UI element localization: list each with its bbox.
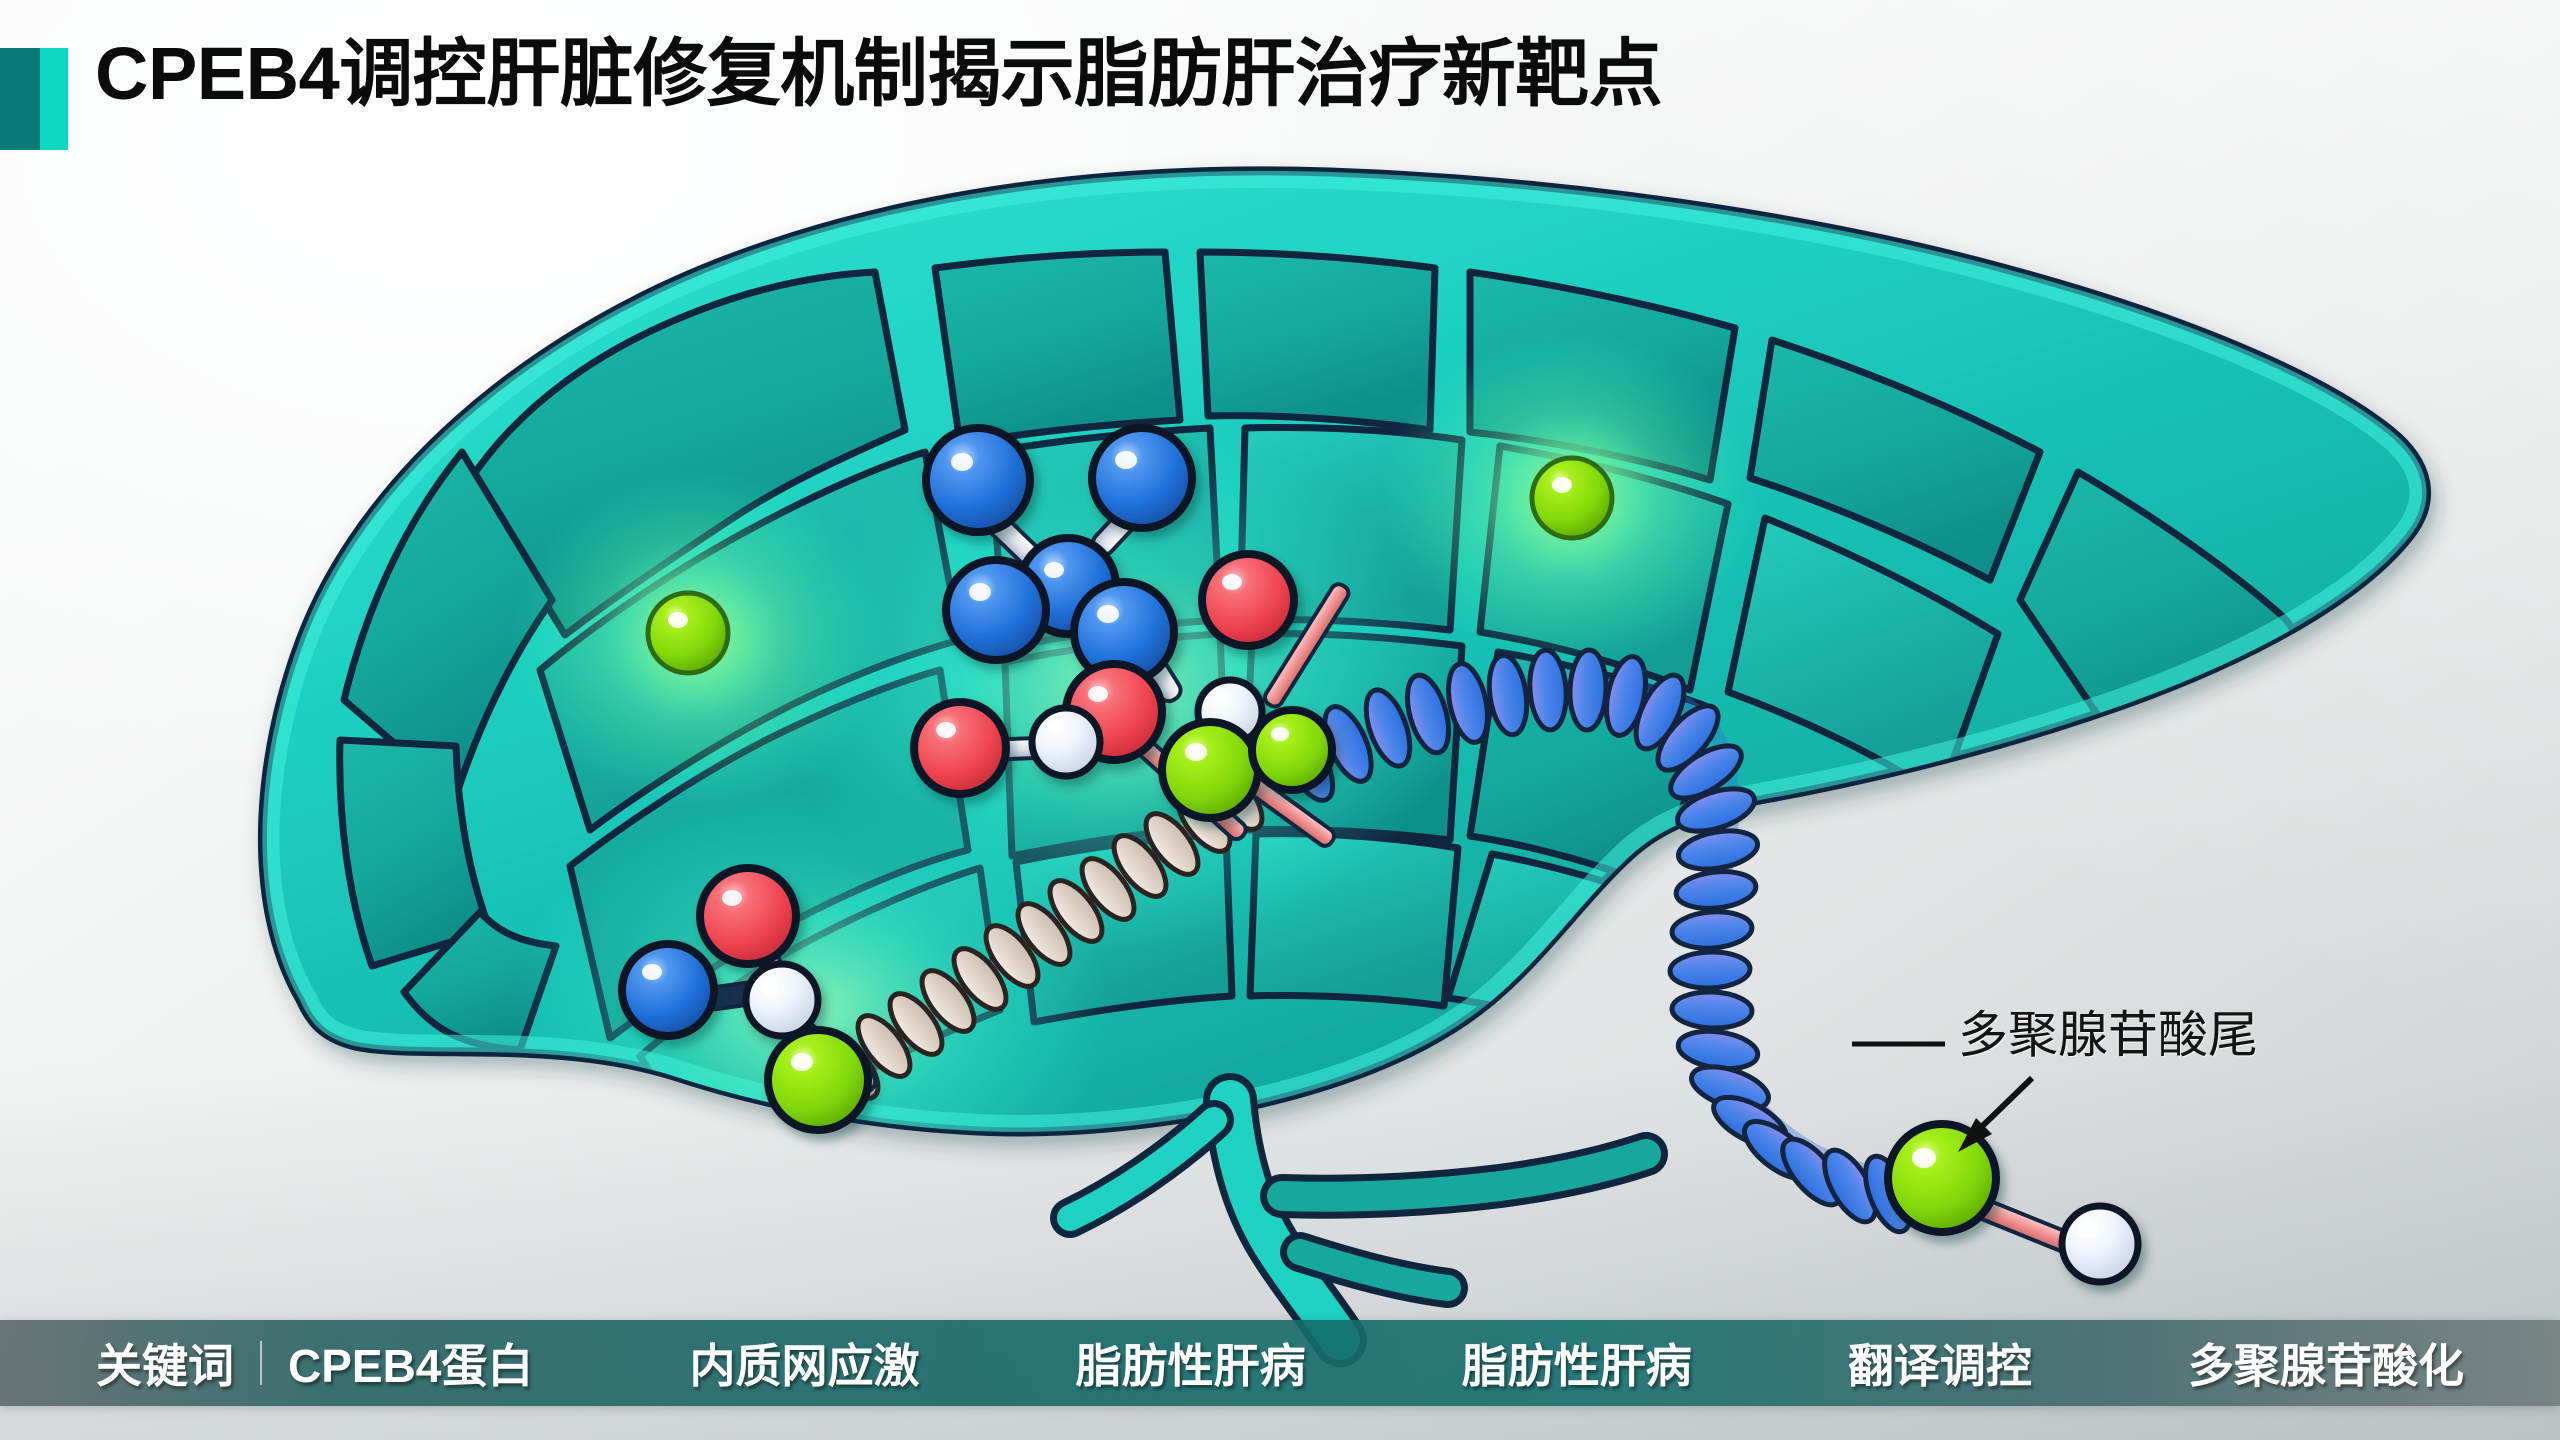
- keywords-heading: 关键词: [96, 1340, 234, 1392]
- molecule-lower-left-group: [618, 864, 878, 1134]
- annotation-arrow-icon: [1958, 1075, 2035, 1152]
- header: CPEB4调控肝脏修复机制揭示脂肪肝治疗新靶点: [0, 0, 2560, 170]
- keyword-item[interactable]: 内质网应激: [689, 1340, 920, 1392]
- marker-sphere-right: [1480, 406, 1664, 590]
- keywords-separator: [260, 1341, 262, 1385]
- keywords-list: CPEB4蛋白 内质网应激 脂肪性肝病 脂肪性肝病 翻译调控 多聚腺苷酸化: [288, 1330, 2464, 1396]
- accent-bar: [0, 48, 68, 150]
- marker-sphere-left: [596, 541, 780, 725]
- keyword-item[interactable]: CPEB4蛋白: [288, 1340, 534, 1392]
- portal-vein-branches: [1050, 1073, 1668, 1367]
- keywords-bar: 关键词 CPEB4蛋白 内质网应激 脂肪性肝病 脂肪性肝病 翻译调控 多聚腺苷酸…: [0, 1320, 2560, 1406]
- page-title: CPEB4调控肝脏修复机制揭示脂肪肝治疗新靶点: [95, 32, 1663, 115]
- keyword-item[interactable]: 脂肪性肝病: [1461, 1340, 1692, 1392]
- keyword-item[interactable]: 翻译调控: [1847, 1340, 2032, 1392]
- annotation-label: 多聚腺苷酸尾: [1958, 1007, 2258, 1063]
- accent-bar-dark-segment: [0, 48, 40, 150]
- molecule-center-cluster: [910, 424, 1351, 848]
- molecule-polya-terminal: [1884, 1120, 2142, 1286]
- keyword-item[interactable]: 脂肪性肝病: [1075, 1340, 1306, 1392]
- accent-bar-bright-segment: [40, 48, 68, 150]
- keyword-item[interactable]: 多聚腺苷酸化: [2187, 1340, 2464, 1392]
